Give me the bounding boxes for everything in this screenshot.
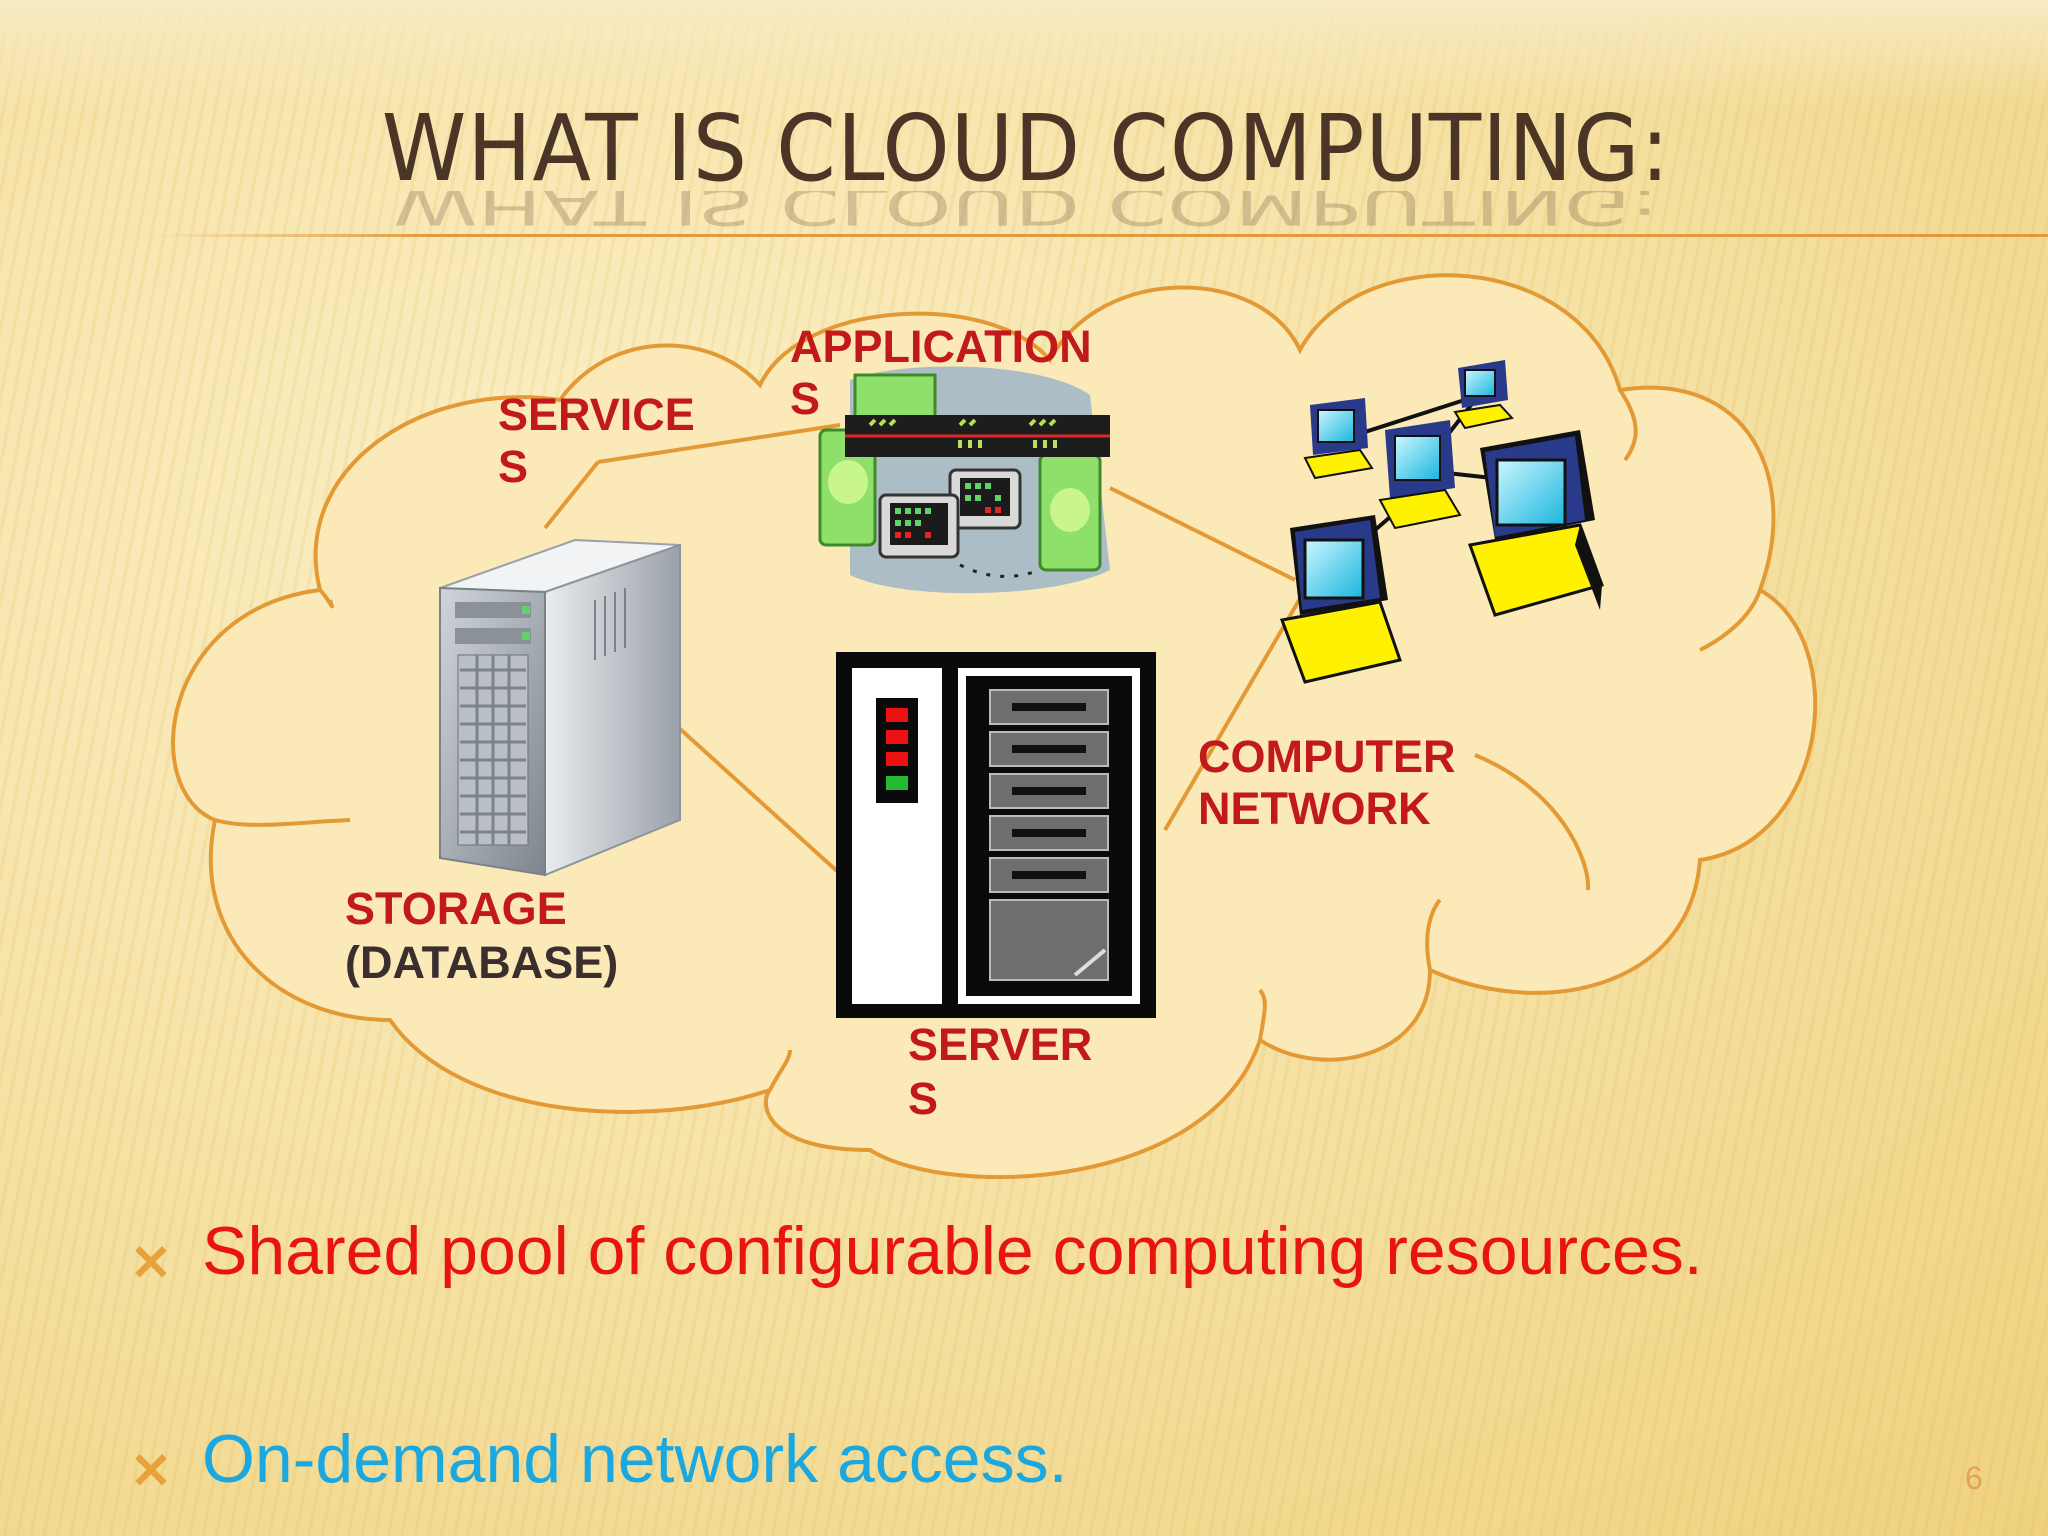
label-services-line2: S <box>498 441 528 492</box>
label-servers-line2: S <box>908 1073 938 1124</box>
bullet-text: On-demand network access. <box>202 1421 1068 1497</box>
network-computers-icon <box>1279 360 1604 684</box>
label-services-line1: SERVICE <box>498 389 695 440</box>
slide-title: WHAT IS CLOUD COMPUTING: <box>381 95 1671 202</box>
title-rule <box>150 234 2048 237</box>
label-network-line2: NETWORK <box>1198 783 1431 834</box>
x-bullet-icon: ✕ <box>130 1443 172 1499</box>
label-servers-line1: SERVER <box>908 1019 1092 1070</box>
label-storage-line1: STORAGE <box>345 883 567 934</box>
label-storage-line2: (DATABASE) <box>345 937 618 988</box>
server-rack-icon <box>836 652 1156 1018</box>
label-applications-line1: APPLICATION <box>790 321 1092 372</box>
bullet-text: Shared pool of configurable computing re… <box>202 1213 1703 1289</box>
label-applications-line2: S <box>790 373 820 424</box>
top-band <box>0 0 2048 110</box>
page-number: 6 <box>1965 1460 1983 1496</box>
label-network-line1: COMPUTER <box>1198 731 1456 782</box>
connector-lines <box>543 423 1591 891</box>
applications-icon <box>818 366 1110 594</box>
diagram-labels: SERVICE S APPLICATION S COMPUTER NETWORK… <box>345 321 1456 1124</box>
x-bullet-icon: ✕ <box>130 1235 172 1291</box>
storage-server-icon <box>439 538 681 877</box>
